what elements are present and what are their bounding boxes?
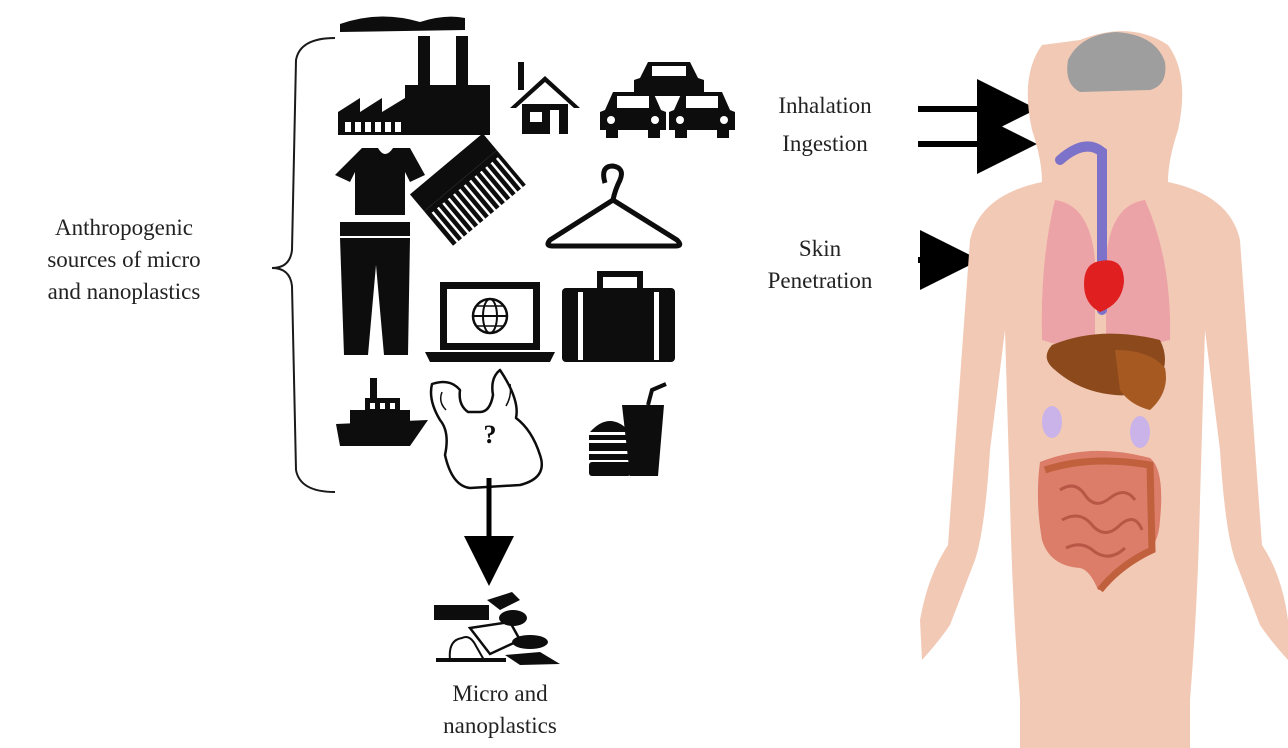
house-window [530, 112, 542, 122]
house-icon [510, 62, 580, 134]
ship-portholes [370, 403, 395, 409]
hanger-icon [548, 166, 680, 246]
house-door [550, 110, 559, 134]
human-body-icon [920, 31, 1288, 748]
curly-brace [272, 38, 335, 492]
kidney-right-icon [1130, 416, 1150, 448]
comb-icon [410, 133, 526, 246]
fast-food-icon [589, 384, 666, 476]
kidney-left-icon [1042, 406, 1062, 438]
bag-question-mark: ? [484, 420, 497, 449]
laptop-globe-icon [425, 282, 555, 362]
pants-icon [340, 222, 410, 355]
plastic-fragments-icon [434, 592, 560, 665]
factory-icon [338, 16, 490, 135]
suitcase-icon [562, 274, 675, 362]
tshirt-icon [335, 148, 425, 215]
ship-icon [336, 378, 428, 446]
